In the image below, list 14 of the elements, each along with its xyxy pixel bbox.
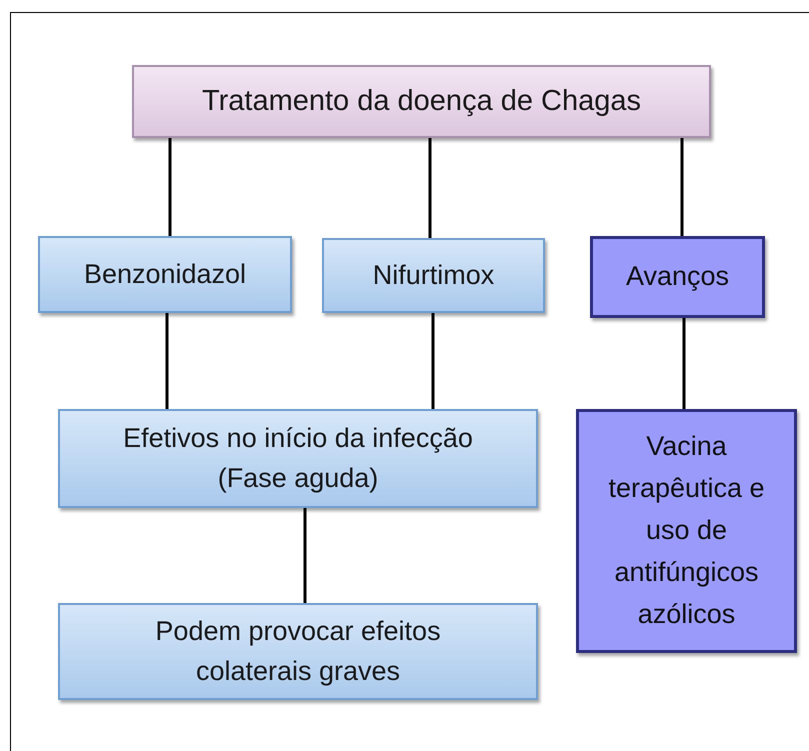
connector-line	[682, 318, 686, 409]
connector-line	[432, 313, 434, 409]
process-box: Benzonidazol	[38, 236, 292, 313]
process-box: Podem provocar efeitos colaterais graves	[58, 603, 538, 700]
connector-line	[168, 138, 172, 236]
connector-line	[304, 508, 306, 603]
connector-line	[166, 313, 168, 409]
process-box: Vacina terapêutica e uso de antifúngicos azólicos	[576, 409, 797, 653]
process-box: Efetivos no início da infecção (Fase aguda)	[58, 409, 538, 508]
title-box: Tratamento da doença de Chagas	[132, 65, 711, 138]
connector-line	[428, 138, 432, 238]
process-box: Nifurtimox	[322, 238, 545, 313]
connector-line	[680, 138, 684, 236]
process-box: Avanços	[590, 236, 765, 318]
